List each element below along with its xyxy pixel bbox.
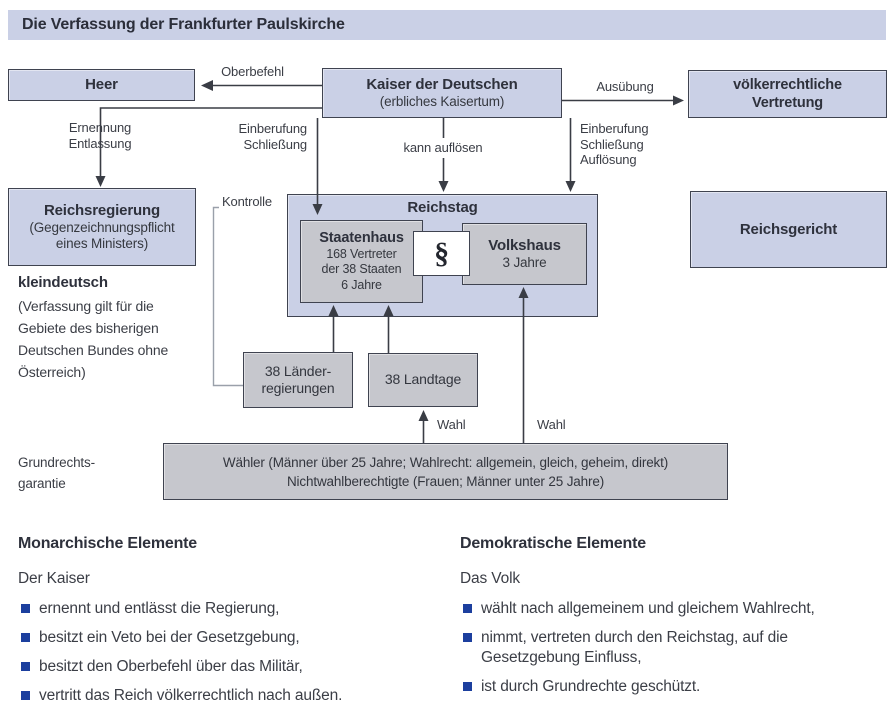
bullet-square-icon <box>21 691 30 700</box>
paragraph-symbol-box: § <box>413 231 470 276</box>
box-staatenhaus: Staatenhaus 168 Vertreter der 38 Staaten… <box>300 220 423 303</box>
list-item: vertritt das Reich völkerrechtlich nach … <box>18 686 428 706</box>
edge-label-oberbefehl: Oberbefehl <box>221 64 284 79</box>
monarchische-heading: Monarchische Elemente <box>18 535 197 552</box>
list-item: ist durch Grundrechte geschützt. <box>460 677 870 697</box>
laender-line-2: regierungen <box>261 380 335 396</box>
note-grundrechtsgarantie: Grundrechts- garantie <box>18 452 138 494</box>
einberufung-r-line-2: Schließung <box>580 136 644 152</box>
bullet-text: wählt nach allgemeinem und gleichem Wahl… <box>481 600 815 617</box>
grundrechts-line-2: garantie <box>18 476 66 491</box>
edge-label-ausuebung: Ausübung <box>596 79 654 94</box>
einberufung-r-line-3: Auflösung <box>580 152 637 167</box>
monarchische-subject: Der Kaiser <box>18 570 90 587</box>
edge-label-einberufung-schliessung-aufloesung: Einberufung Schließung Auflösung <box>580 121 680 168</box>
list-item: besitzt den Oberbefehl über das Militär, <box>18 657 428 677</box>
einberufung-l-line-1: Einberufung <box>238 121 308 136</box>
demokratische-bullet-list: wählt nach allgemeinem und gleichem Wahl… <box>460 599 870 697</box>
reichsgericht-label: Reichsgericht <box>739 220 838 238</box>
kaiser-subtitle: (erbliches Kaisertum) <box>379 93 505 109</box>
box-laenderregierungen: 38 Länder- regierungen <box>243 352 353 408</box>
list-item: besitzt ein Veto bei der Gesetzgebung, <box>18 628 428 648</box>
monarchische-bullet-list: ernennt und entlässt die Regierung, besi… <box>18 599 428 706</box>
demokratische-subject: Das Volk <box>460 570 520 587</box>
bullet-square-icon <box>21 633 30 642</box>
edge-label-einberufung-schliessung: Einberufung Schließung <box>218 121 308 152</box>
waehler-line-2: Nichtwahlberechtigte (Frauen; Männer unt… <box>286 473 605 489</box>
section-monarchische-elemente: Monarchische Elemente Der Kaiser ernennt… <box>18 535 428 710</box>
grundrechts-line-1: Grundrechts- <box>18 455 95 470</box>
landtage-label: 38 Landtage <box>384 371 462 388</box>
bullet-text: nimmt, vertreten durch den Reichstag, au… <box>481 629 788 666</box>
list-item: wählt nach allgemeinem und gleichem Wahl… <box>460 599 870 619</box>
arrowhead-einberufung-rechts <box>565 181 576 192</box>
reichsregierung-title: Reichsregierung <box>43 201 161 219</box>
edge-label-kontrolle: Kontrolle <box>222 194 272 209</box>
kleindeutsch-line-1: (Verfassung gilt für die <box>18 298 154 314</box>
bullet-square-icon <box>463 682 472 691</box>
bullet-text: ernennt und entlässt die Regierung, <box>39 600 280 617</box>
kleindeutsch-line-2: Gebiete des bisherigen <box>18 320 159 336</box>
heer-label: Heer <box>85 76 118 93</box>
arrowhead-voelker <box>673 95 684 106</box>
arrowhead-heer <box>201 80 213 91</box>
bullet-square-icon <box>21 604 30 613</box>
bullet-text: besitzt ein Veto bei der Gesetzgebung, <box>39 629 300 646</box>
box-volkshaus: Volkshaus 3 Jahre <box>462 223 587 285</box>
kleindeutsch-line-3: Deutschen Bundes ohne <box>18 342 169 358</box>
laender-line-1: 38 Länder- <box>264 362 332 379</box>
list-item: nimmt, vertreten durch den Reichstag, au… <box>460 628 870 668</box>
box-waehler: Wähler (Männer über 25 Jahre; Wahlrecht:… <box>163 443 728 500</box>
einberufung-r-line-1: Einberufung <box>580 121 649 136</box>
edge-label-wahl-volkshaus: Wahl <box>537 417 566 432</box>
bullet-square-icon <box>463 633 472 642</box>
staatenhaus-line-1: 168 Vertreter <box>326 246 397 261</box>
box-voelkerrechtliche-vertretung: völkerrechtliche Vertretung <box>688 70 887 118</box>
box-reichsregierung: Reichsregierung (Gegenzeichnungspflicht … <box>8 188 196 266</box>
staatenhaus-line-3: 6 Jahre <box>341 277 382 292</box>
arrowhead-wahl-landtage <box>418 410 429 421</box>
arrowhead-reichsregierung <box>95 176 106 187</box>
volkshaus-title: Volkshaus <box>488 236 561 254</box>
waehler-line-1: Wähler (Männer über 25 Jahre; Wahlrecht:… <box>222 454 669 470</box>
box-kaiser: Kaiser der Deutschen (erbliches Kaisertu… <box>322 68 562 118</box>
bullet-square-icon <box>463 604 472 613</box>
bullet-text: vertritt das Reich völkerrechtlich nach … <box>39 687 343 704</box>
box-heer: Heer <box>8 69 195 101</box>
voelker-line-2: Vertretung <box>751 95 823 111</box>
staatenhaus-line-2: der 38 Staaten <box>321 262 402 277</box>
edge-label-kann-aufloesen: kann auflösen <box>383 138 503 158</box>
line-kontrolle-bracket <box>212 206 243 387</box>
ernennung-line-2: Entlassung <box>68 135 132 151</box>
reichsregierung-sub-1: (Gegenzeichnungspflicht <box>29 219 175 235</box>
kleindeutsch-line-4: Österreich) <box>18 364 86 380</box>
arrowhead-kann-aufloesen <box>438 181 449 192</box>
list-item: ernennt und entlässt die Regierung, <box>18 599 428 619</box>
bullet-square-icon <box>21 662 30 671</box>
section-demokratische-elemente: Demokratische Elemente Das Volk wählt na… <box>460 535 870 706</box>
bullet-text: ist durch Grundrechte geschützt. <box>481 678 701 695</box>
page-title: Die Verfassung der Frankfurter Paulskirc… <box>8 10 886 40</box>
voelker-line-1: völkerrechtliche <box>733 77 842 93</box>
box-landtage: 38 Landtage <box>368 353 478 407</box>
paragraph-icon: § <box>434 236 449 270</box>
ernennung-line-1: Ernennung <box>68 120 132 135</box>
volkshaus-subtitle: 3 Jahre <box>502 254 547 270</box>
bullet-text: besitzt den Oberbefehl über das Militär, <box>39 658 303 675</box>
note-kleindeutsch: kleindeutsch (Verfassung gilt für die Ge… <box>18 274 203 383</box>
reichstag-title: Reichstag <box>407 199 478 216</box>
kaiser-title: Kaiser der Deutschen <box>366 75 518 93</box>
demokratische-heading: Demokratische Elemente <box>460 535 646 552</box>
box-reichsgericht: Reichsgericht <box>690 191 887 268</box>
reichsregierung-sub-2: eines Ministers) <box>55 236 149 251</box>
edge-label-ernennung-entlassung: Ernennung Entlassung <box>55 120 145 151</box>
kleindeutsch-title: kleindeutsch <box>18 274 108 291</box>
einberufung-l-line-2: Schließung <box>243 136 307 152</box>
edge-label-wahl-landtage: Wahl <box>437 417 466 432</box>
staatenhaus-title: Staatenhaus <box>319 229 404 246</box>
